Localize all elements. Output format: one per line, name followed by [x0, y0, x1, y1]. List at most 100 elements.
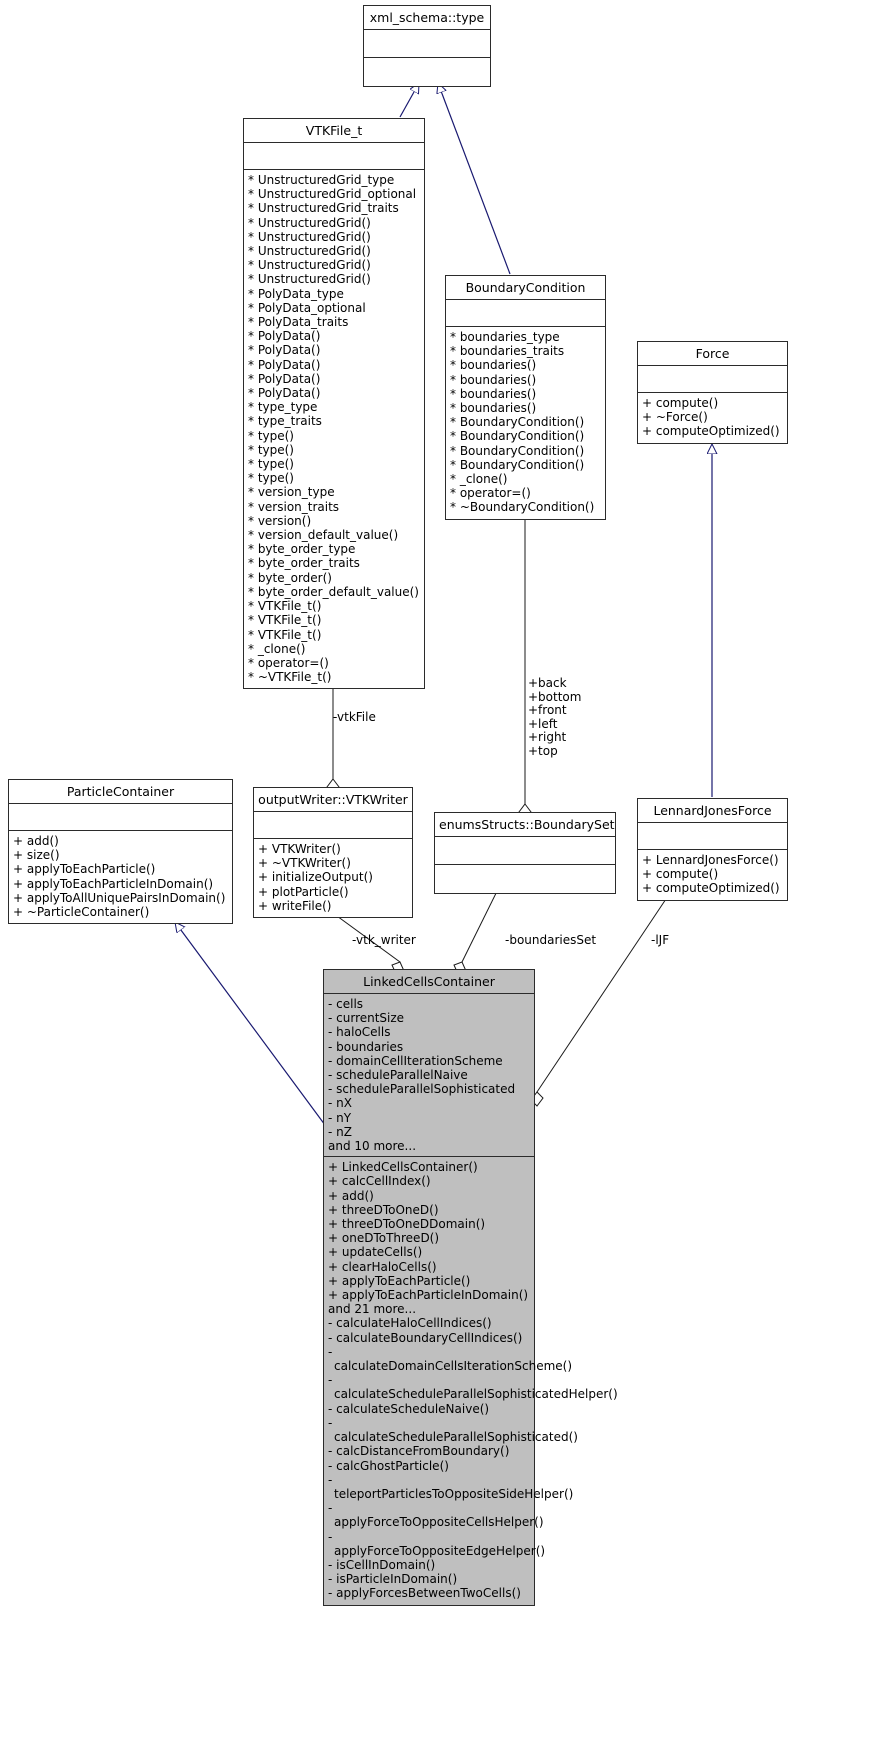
class-member: - calculateBoundaryCellIndices()	[328, 1330, 523, 1345]
class-node-particle-container[interactable]: ParticleContainer + add()+ size()+ apply…	[8, 779, 233, 925]
class-attributes	[638, 366, 787, 393]
class-member: - applyForcesBetweenTwoCells()	[328, 1586, 521, 1601]
class-member: - haloCells	[328, 1025, 391, 1040]
class-member: * UnstructuredGrid_traits	[248, 201, 399, 216]
class-member: * type()	[248, 457, 294, 472]
class-member: - applyForceToOppositeEdgeHelper()	[328, 1529, 546, 1558]
class-title: VTKFile_t	[244, 119, 424, 143]
class-member: * type_type	[248, 400, 318, 415]
class-member: - calcGhostParticle()	[328, 1458, 449, 1473]
class-member: * version_traits	[248, 499, 340, 514]
class-attributes	[254, 812, 412, 839]
class-member: + threeDToOneDDomain()	[328, 1217, 486, 1232]
class-member: + compute()	[642, 867, 719, 882]
class-operations: + LinkedCellsContainer()+ calcCellIndex(…	[324, 1157, 618, 1604]
class-member: + applyToEachParticle()	[328, 1273, 471, 1288]
class-member: + ~VTKWriter()	[258, 856, 351, 871]
class-member: + ~ParticleContainer()	[13, 905, 150, 920]
class-node-force[interactable]: Force + compute()+ ~Force()+ computeOpti…	[637, 341, 788, 444]
class-member: + applyToEachParticleInDomain()	[13, 876, 214, 891]
class-member: * operator=()	[450, 486, 531, 501]
class-attributes: - cells- currentSize- haloCells- boundar…	[324, 994, 534, 1158]
class-member: + size()	[13, 848, 60, 863]
class-member: + applyToEachParticle()	[13, 862, 156, 877]
class-node-vtk-writer[interactable]: outputWriter::VTKWriter + VTKWriter()+ ~…	[253, 787, 413, 919]
class-member: * byte_order()	[248, 570, 332, 585]
class-member: * UnstructuredGrid_optional	[248, 187, 417, 202]
class-member: + computeOptimized()	[642, 881, 780, 896]
class-member: + updateCells()	[328, 1245, 423, 1260]
class-member: - calculateScheduleParallelSophisticated…	[328, 1373, 618, 1402]
class-member: - calculateHaloCellIndices()	[328, 1316, 492, 1331]
class-member: + VTKWriter()	[258, 842, 341, 856]
class-node-vtkfile-t[interactable]: VTKFile_t * UnstructuredGrid_type* Unstr…	[243, 118, 425, 690]
class-member: - domainCellIterationScheme	[328, 1053, 503, 1068]
class-title: outputWriter::VTKWriter	[254, 788, 412, 812]
class-member: * UnstructuredGrid()	[248, 258, 371, 273]
class-member: + add()	[328, 1188, 374, 1203]
class-node-boundary-condition[interactable]: BoundaryCondition * boundaries_type* bou…	[445, 275, 606, 520]
class-member: - applyForceToOppositeCellsHelper()	[328, 1501, 544, 1530]
class-member: - cells	[328, 997, 364, 1011]
class-member: * PolyData_optional	[248, 300, 366, 315]
edge-label-vtk-writer: -vtk_writer	[352, 933, 416, 947]
class-member: + clearHaloCells()	[328, 1259, 437, 1274]
class-member: * ~BoundaryCondition()	[450, 500, 595, 515]
class-node-xml-schema-type[interactable]: xml_schema::type	[363, 5, 491, 87]
class-operations: + compute()+ ~Force()+ computeOptimized(…	[638, 393, 787, 443]
class-member: * BoundaryCondition()	[450, 457, 585, 472]
class-operations: * boundaries_type* boundaries_traits * bo…	[446, 327, 605, 519]
class-member: - nY	[328, 1110, 352, 1125]
class-title: BoundaryCondition	[446, 276, 605, 300]
class-node-lennard-jones-force[interactable]: LennardJonesForce + LennardJonesForce()+…	[637, 798, 788, 901]
class-member: * version_default_value()	[248, 528, 399, 543]
class-member: * boundaries_type	[450, 330, 560, 344]
class-attributes	[364, 30, 490, 58]
class-member: * version()	[248, 513, 312, 528]
aggregation-boundarycondition-to-boundaryset	[518, 504, 532, 821]
edge-label-boundary-roles: +back +bottom +front +left +right +top	[528, 676, 582, 758]
class-attributes	[638, 823, 787, 850]
class-member: * type()	[248, 428, 294, 443]
class-node-linked-cells-container[interactable]: LinkedCellsContainer - cells- currentSiz…	[323, 969, 618, 1606]
class-member: * VTKFile_t()	[248, 599, 322, 614]
class-operations	[364, 58, 490, 86]
class-operations	[435, 865, 615, 893]
class-member: + calcCellIndex()	[328, 1174, 431, 1189]
class-member: + applyToEachParticleInDomain()	[328, 1288, 529, 1303]
class-member: * VTKFile_t()	[248, 627, 322, 642]
class-member: * UnstructuredGrid()	[248, 229, 371, 244]
class-member: and 21 more...	[328, 1302, 417, 1317]
class-member: - teleportParticlesToOppositeSideHelper(…	[328, 1472, 574, 1501]
class-attributes	[244, 143, 424, 170]
class-member: * type()	[248, 471, 294, 486]
class-member: * PolyData()	[248, 329, 321, 344]
inheritance-boundarycondition-to-xmlschema	[438, 83, 511, 275]
class-member: - isCellInDomain()	[328, 1557, 436, 1572]
class-member: + LennardJonesForce()	[642, 853, 779, 867]
class-attributes	[446, 300, 605, 327]
class-member: - boundaries	[328, 1039, 404, 1054]
aggregation-ljforce-to-lcc	[530, 892, 671, 1107]
class-member: - scheduleParallelNaive	[328, 1068, 468, 1083]
class-member: + compute()	[642, 396, 719, 410]
class-member: * UnstructuredGrid()	[248, 244, 371, 259]
class-attributes	[435, 837, 615, 865]
class-member: * BoundaryCondition()	[450, 443, 585, 458]
class-member: - currentSize	[328, 1011, 405, 1026]
class-member: * PolyData()	[248, 357, 321, 372]
class-member: * UnstructuredGrid()	[248, 215, 371, 230]
class-member: * boundaries()	[450, 401, 537, 416]
class-member: * version_type	[248, 485, 335, 500]
class-member: * ~VTKFile_t()	[248, 670, 332, 685]
class-member: - calcDistanceFromBoundary()	[328, 1444, 510, 1459]
class-member: * boundaries_traits	[450, 344, 565, 359]
class-member: - isParticleInDomain()	[328, 1572, 458, 1587]
class-node-boundary-set[interactable]: enumsStructs::BoundarySet	[434, 812, 616, 894]
class-operations: + add()+ size()+ applyToEachParticle()+ …	[9, 831, 232, 923]
class-member: + oneDToThreeD()	[328, 1231, 440, 1246]
class-member: - nX	[328, 1096, 352, 1111]
class-member: * PolyData()	[248, 343, 321, 358]
class-member: * PolyData()	[248, 371, 321, 386]
